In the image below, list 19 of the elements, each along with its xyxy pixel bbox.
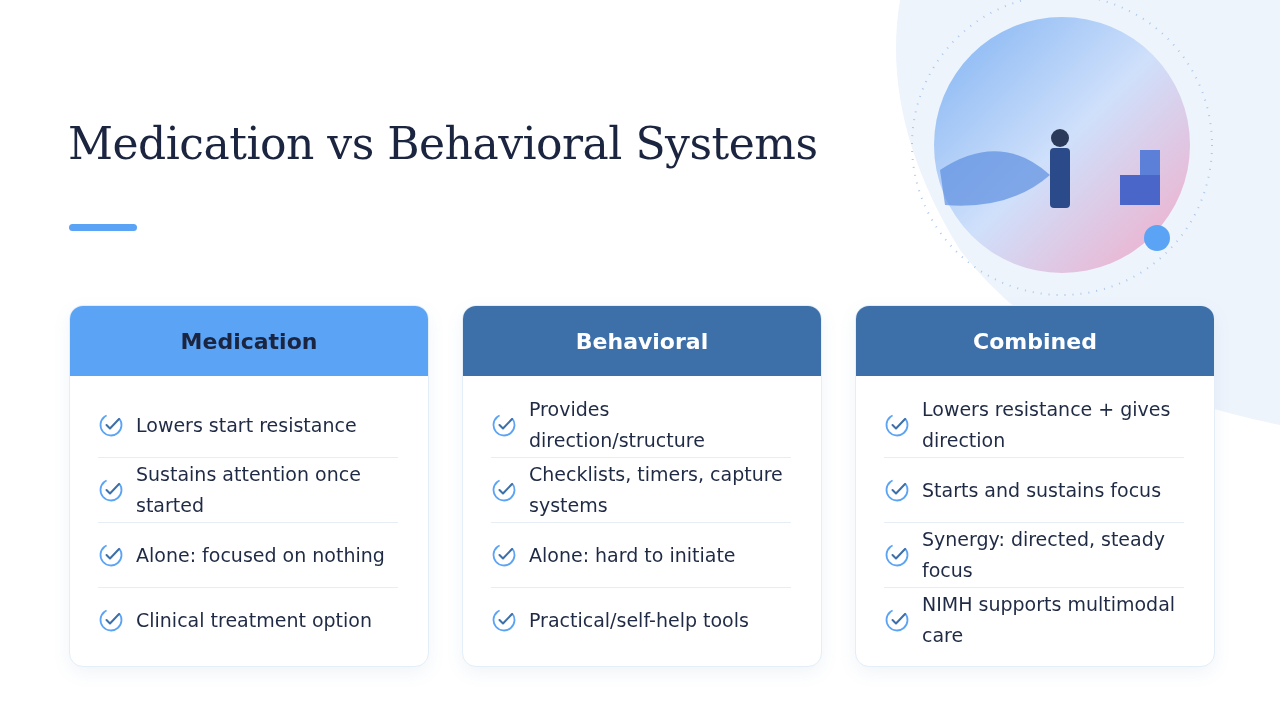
list-item-text: Alone: focused on nothing (136, 542, 385, 568)
list-item-text: NIMH supports multimodal care (922, 592, 1177, 648)
list-item-text: Practical/self-help tools (529, 607, 749, 633)
comparison-card (69, 305, 429, 667)
list-item-text: Synergy: directed, steady focus (922, 527, 1166, 583)
card-heading: Behavioral (575, 328, 709, 354)
list-item-text: Checklists, timers, capture systems (529, 462, 784, 518)
comparison-card (462, 305, 822, 667)
list-item-text: Clinical treatment option (136, 607, 372, 633)
list-item-text: Lowers start resistance (136, 412, 357, 438)
list-item-text: Alone: hard to initiate (529, 542, 736, 568)
card-heading: Medication (180, 328, 318, 354)
comparison-card (855, 305, 1215, 667)
slide-title: Medication vs Behavioral Systems (68, 118, 818, 169)
list-item-text: Lowers resistance + gives direction (922, 397, 1172, 453)
list-item-text: Starts and sustains focus (922, 477, 1162, 503)
list-item-text: Provides direction/structure (529, 397, 706, 453)
card-heading: Combined (973, 328, 1097, 354)
list-item-text: Sustains attention once started (136, 462, 362, 518)
